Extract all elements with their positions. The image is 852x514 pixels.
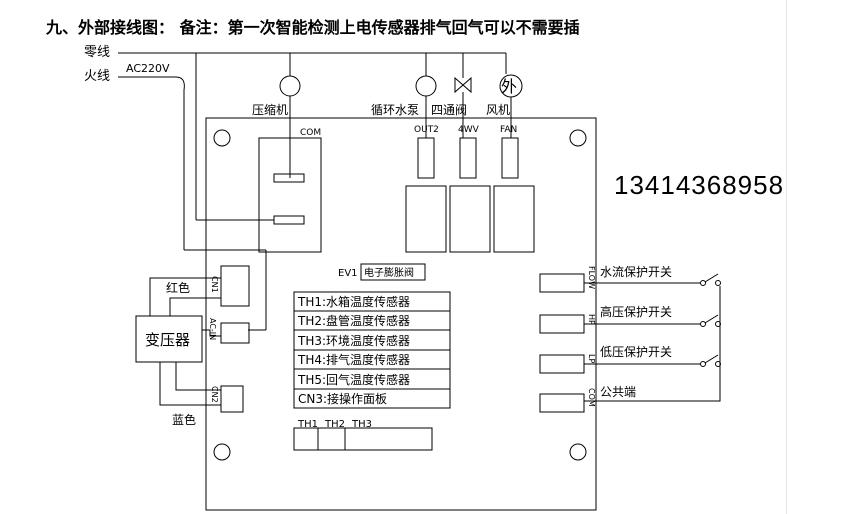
controller-board	[205, 117, 597, 511]
relay-block	[493, 185, 535, 253]
phone-number: 13414368958	[614, 170, 785, 200]
pump-icon	[415, 75, 437, 97]
red-wire	[169, 297, 221, 316]
lp-connector	[539, 354, 585, 374]
ev-box	[360, 263, 426, 281]
live-wire	[175, 76, 185, 250]
cn2-label: CN2	[210, 386, 219, 403]
compressor-label: 压缩机	[252, 102, 288, 117]
fan-outdoor-mark: 外	[501, 77, 517, 96]
neutral-label: 零线	[84, 45, 110, 60]
out2-label: OUT2	[414, 125, 439, 135]
ac-in-label: AC-IN	[208, 318, 217, 340]
fan-terminal-label: FAN	[500, 125, 517, 135]
mount-hole	[213, 129, 231, 147]
sensor-row: TH1:水箱温度传感器	[297, 294, 410, 309]
sensor-header-label: TH2	[324, 419, 345, 430]
com-connector	[539, 393, 585, 413]
red-wire-label: 红色	[166, 280, 190, 295]
lp-label: LP	[587, 354, 596, 363]
red-wire	[149, 277, 221, 316]
voltage-label: AC220V	[126, 62, 170, 75]
switch-lever	[704, 314, 719, 324]
relay-contact	[273, 173, 305, 183]
mount-hole	[569, 443, 587, 461]
ac-wire	[202, 329, 221, 337]
fan-label: 风机	[486, 103, 510, 117]
mount-hole	[569, 129, 587, 147]
common-terminal-label: 公共端	[600, 385, 636, 399]
valve-icon	[454, 76, 472, 94]
relay-contact	[273, 215, 305, 225]
high-pressure-switch-label: 高压保护开关	[600, 304, 672, 319]
sensor-header-label: TH3	[351, 419, 372, 430]
hp-label: HP	[587, 314, 596, 325]
transformer-label: 变压器	[145, 331, 190, 349]
cn1-label: CN1	[210, 276, 219, 293]
switch-lever	[704, 354, 719, 364]
mount-hole	[213, 443, 231, 461]
fourway-label: 4WV	[458, 125, 480, 135]
switch-contact	[700, 280, 706, 286]
com-label: COM	[300, 128, 321, 138]
blue-wire-label: 蓝色	[172, 413, 196, 427]
compressor-icon	[279, 75, 301, 97]
low-pressure-switch-label: 低压保护开关	[600, 345, 672, 359]
terminal-fan	[501, 137, 519, 179]
ev-label: 电子膨胀阀	[364, 266, 414, 279]
relay-block	[405, 185, 447, 253]
relay-block	[449, 185, 491, 253]
blue-wire	[175, 362, 221, 391]
common-wire	[584, 286, 721, 402]
switch-contact	[715, 280, 721, 286]
sensor-row: TH2:盘管温度传感器	[297, 313, 410, 328]
transformer	[135, 315, 203, 363]
compressor-relay	[258, 137, 322, 253]
sensor-row: TH5:回气温度传感器	[297, 372, 410, 387]
com-right-label: COM	[587, 388, 596, 407]
switch-contact	[700, 321, 706, 327]
flow-connector	[539, 273, 585, 293]
terminal-out2	[417, 137, 435, 179]
ev1-label: EV1	[338, 268, 358, 279]
flow-label: FLOW	[587, 266, 596, 289]
ac-in-connector	[220, 322, 250, 344]
sensor-row: CN3:接操作面板	[298, 391, 387, 406]
hp-connector	[539, 314, 585, 334]
blue-wire	[159, 362, 221, 406]
terminal-4wv	[459, 137, 477, 179]
sensor-row: TH3:环境温度传感器	[297, 333, 410, 348]
live-label: 火线	[84, 69, 110, 84]
valve-label: 四通阀	[431, 103, 467, 117]
switch-contact	[700, 361, 706, 367]
sensor-header-label: TH1	[297, 419, 318, 430]
cn2-connector	[220, 385, 244, 413]
page-edge-line	[786, 0, 787, 514]
sensor-row: TH4:排气温度传感器	[297, 352, 410, 367]
pump-label: 循环水泵	[371, 103, 419, 117]
flow-switch-label: 水流保护开关	[600, 265, 672, 279]
switch-lever	[704, 273, 719, 283]
page-title: 九、外部接线图： 备注：第一次智能检测上电传感器排气回气可以不需要插	[46, 18, 580, 37]
sensor-header	[293, 427, 433, 451]
cn1-connector	[220, 265, 250, 307]
